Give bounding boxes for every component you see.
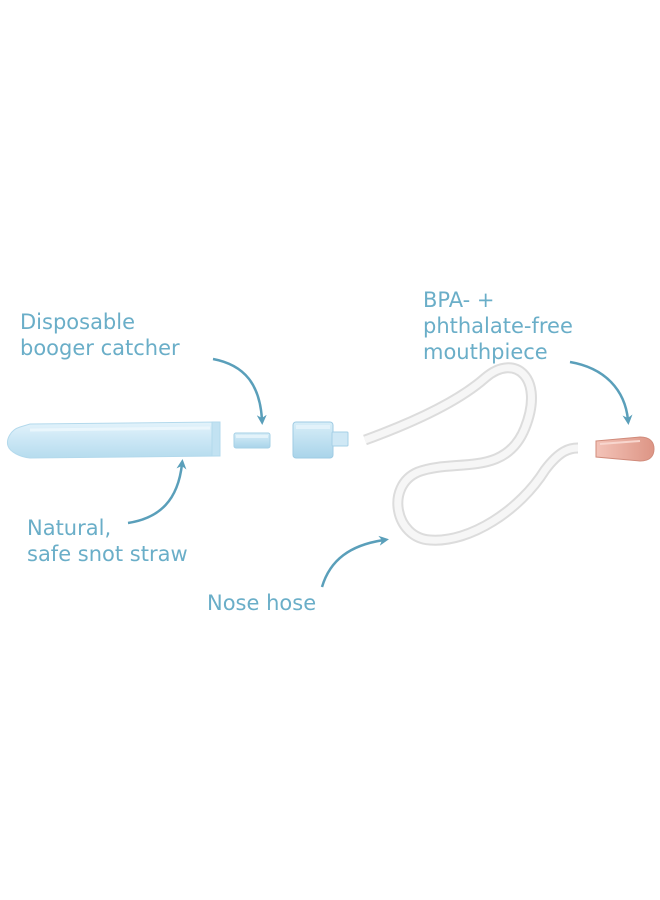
label-line: Natural, [27, 516, 112, 540]
label-line: safe snot straw [27, 542, 188, 566]
label-line: Nose hose [207, 591, 317, 615]
label-snot-straw: Natural, safe snot straw [27, 515, 188, 567]
snot-straw [7, 421, 221, 459]
mouthpiece [595, 436, 655, 462]
label-mouthpiece: BPA- + phthalate-free mouthpiece [423, 287, 573, 365]
label-line: mouthpiece [423, 340, 548, 364]
label-nose-hose: Nose hose [207, 590, 316, 616]
connector-cap [292, 421, 349, 459]
label-line: BPA- + [423, 288, 495, 312]
label-line: booger catcher [20, 336, 180, 360]
booger-catcher [233, 432, 271, 449]
label-line: phthalate-free [423, 314, 573, 338]
label-line: Disposable [20, 310, 136, 334]
arrow-hose [320, 535, 389, 588]
nose-hose [363, 362, 579, 546]
arrow-mouthpiece [569, 360, 633, 425]
arrow-catcher [212, 357, 267, 425]
arrow-straw [127, 459, 187, 525]
label-booger-catcher: Disposable booger catcher [20, 309, 180, 361]
